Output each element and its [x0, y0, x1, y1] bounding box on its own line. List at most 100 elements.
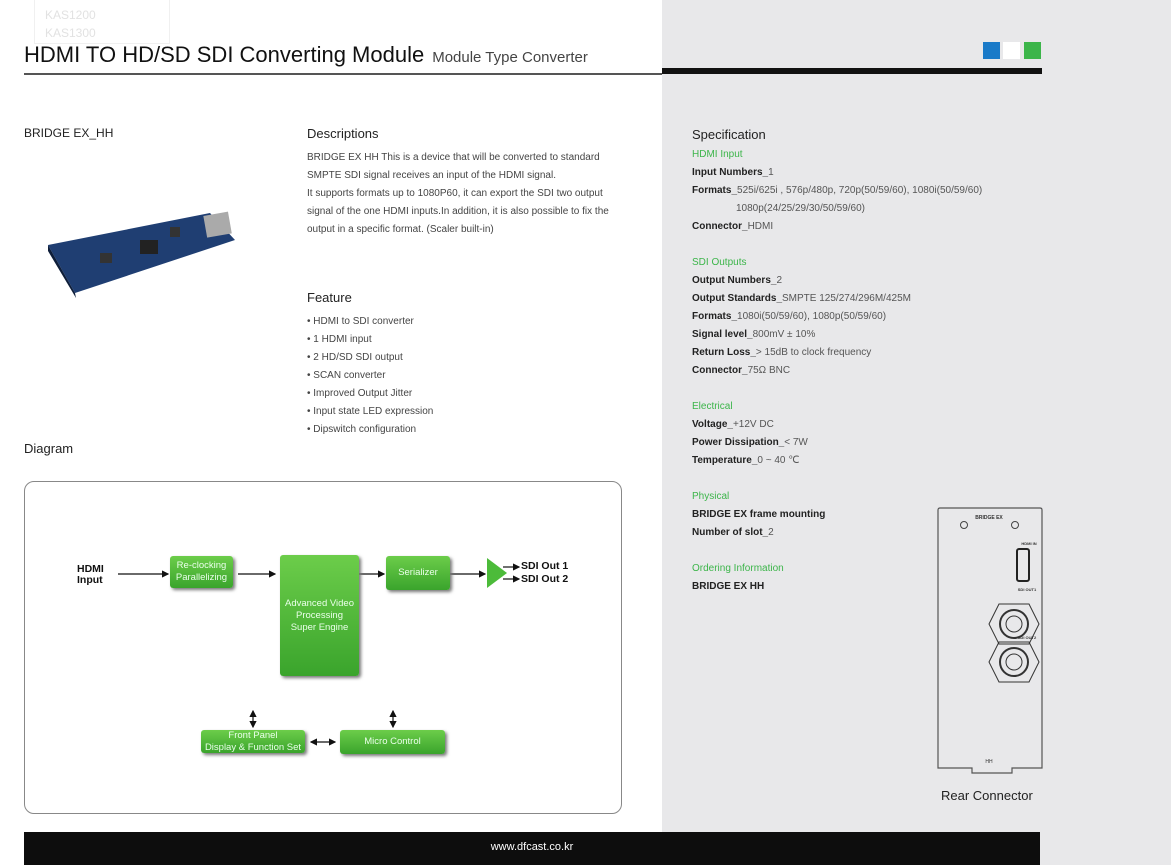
- svg-text:HDMI IN: HDMI IN: [1021, 541, 1036, 546]
- feature-item: • HDMI to SDI converter: [307, 316, 414, 327]
- spec-value: < 7W: [784, 437, 808, 448]
- spec-row: BRIDGE EX frame mounting: [692, 506, 982, 524]
- svg-text:SDI OUT2: SDI OUT2: [1018, 635, 1037, 640]
- micro-control-block: Micro Control: [340, 730, 445, 754]
- feature-item: • SCAN converter: [307, 370, 386, 381]
- spec-label: Formats_: [692, 185, 738, 196]
- spec-value: 1080i(50/59/60), 1080p(50/59/60): [737, 311, 887, 322]
- spec-label: Power Dissipation_: [692, 437, 785, 448]
- spec-label: Output Numbers_: [692, 275, 777, 286]
- ghost-item: KAS1200: [45, 8, 96, 22]
- rear-caption: Rear Connector: [941, 788, 1033, 803]
- spec-label: BRIDGE EX HH: [692, 581, 765, 592]
- rear-panel: BRIDGE EX HDMI IN SDI OUT1 SDI OUT2 HH R…: [937, 507, 1047, 803]
- svg-text:HH: HH: [985, 759, 993, 765]
- spec-row: Connector_75Ω BNC: [692, 362, 982, 380]
- product-name: BRIDGE EX_HH: [24, 126, 114, 140]
- product-board-image: [48, 211, 235, 298]
- feature-item: • Input state LED expression: [307, 406, 434, 417]
- spec-row: Temperature_0 ~ 40 ℃: [692, 452, 982, 470]
- feature-item: • Dipswitch configuration: [307, 424, 417, 435]
- feature-section: Feature • HDMI to SDI converter • 1 HDMI …: [307, 290, 433, 439]
- spec-value: 525i/625i , 576p/480p, 720p(50/59/60), 1…: [737, 185, 983, 196]
- divider: [24, 73, 662, 75]
- spec-label: Connector_: [692, 365, 748, 376]
- feature-item: • 2 HD/SD SDI output: [307, 352, 403, 363]
- spec-row: Power Dissipation_< 7W: [692, 434, 982, 452]
- spec-label: BRIDGE EX frame mounting: [692, 509, 826, 520]
- svg-text:SDI OUT1: SDI OUT1: [1018, 587, 1037, 592]
- spec-label: Connector_: [692, 221, 748, 232]
- rear-panel-drawing: BRIDGE EX HDMI IN SDI OUT1 SDI OUT2 HH: [937, 507, 1043, 774]
- white-square: [1003, 42, 1020, 59]
- spec-row: Output Standards_SMPTE 125/274/296M/425M: [692, 290, 982, 308]
- spec-panel-bg: [662, 0, 1171, 865]
- spec-section-title: Electrical: [692, 401, 733, 412]
- spec-value: HDMI: [747, 221, 774, 232]
- spec-label: Voltage_: [692, 419, 733, 430]
- spec-label: Output Standards_: [692, 293, 783, 304]
- spec-section-title: HDMI Input: [692, 149, 743, 160]
- title-text: HDMI TO HD/SD SDI Converting Module: [24, 42, 425, 67]
- spec-section-title: SDI Outputs: [692, 257, 747, 268]
- amplifier-icon: [487, 558, 507, 588]
- descriptions-heading: Descriptions: [307, 126, 379, 141]
- descriptions: Descriptions BRIDGE EX HH This is a devi…: [307, 126, 637, 239]
- ghost-item: KAS1300: [45, 26, 96, 40]
- spec-row: Voltage_+12V DC: [692, 416, 982, 434]
- green-square: [1024, 42, 1041, 59]
- spec-value: 1: [768, 167, 774, 178]
- spec-row: Formats_1080i(50/59/60), 1080p(50/59/60): [692, 308, 982, 326]
- description-line: It supports formats up to 1080P60, it ca…: [307, 188, 603, 199]
- spec-value: 75Ω BNC: [747, 365, 791, 376]
- spec-value: 2: [776, 275, 783, 286]
- sdi-out1-label: SDI Out 1: [521, 560, 569, 572]
- spec-value: SMPTE 125/274/296M/425M: [782, 293, 911, 304]
- feature-heading: Feature: [307, 290, 352, 305]
- spec-section-title: Physical: [692, 491, 730, 502]
- blue-square: [983, 42, 1000, 59]
- spec-label: Input Numbers_: [692, 167, 769, 178]
- spec-row: Output Numbers_2: [692, 272, 982, 290]
- subtitle: Module Type Converter: [432, 49, 588, 66]
- spec-label: Formats_: [692, 311, 738, 322]
- page-title: HDMI TO HD/SD SDI Converting Module Modul…: [24, 42, 588, 68]
- spec-value: +12V DC: [732, 419, 774, 430]
- spec-row: Return Loss_> 15dB to clock frequency: [692, 344, 982, 362]
- diagram-arrows: [118, 558, 521, 746]
- spec-value: 2: [768, 527, 774, 538]
- spec-row: BRIDGE EX HH: [692, 578, 982, 596]
- spec-row: 1080p(24/25/29/30/50/59/60): [692, 200, 982, 218]
- feature-item: • 1 HDMI input: [307, 334, 372, 345]
- spec-value: 800mV ± 10%: [752, 329, 816, 340]
- svg-text:BRIDGE EX: BRIDGE EX: [975, 515, 1003, 521]
- sdi-out2-label: SDI Out 2: [521, 573, 569, 585]
- spec-row: Signal level_800mV ± 10%: [692, 326, 982, 344]
- spec-label: Number of slot_: [692, 527, 769, 538]
- footer-url[interactable]: www.dfcast.co.kr: [490, 841, 574, 853]
- description-line: BRIDGE EX HH This is a device that will …: [307, 152, 600, 163]
- spec-row: Formats_525i/625i , 576p/480p, 720p(50/5…: [692, 182, 982, 200]
- spec-value: 1080p(24/25/29/30/50/59/60): [736, 203, 865, 214]
- description-line: signal of the one HDMI inputs.In additio…: [307, 206, 609, 217]
- spec-value: > 15dB to clock frequency: [755, 347, 872, 358]
- spec-row: Input Numbers_1: [692, 164, 982, 182]
- spec-label: Signal level_: [692, 329, 753, 340]
- spec-section-title: Ordering Information: [692, 563, 784, 574]
- divider-bold: [662, 68, 1042, 74]
- diagram-heading: Diagram: [24, 441, 74, 456]
- description-line: SMPTE SDI signal receives an input of th…: [307, 170, 556, 181]
- spec-value: 0 ~ 40 ℃: [757, 455, 800, 466]
- spec-label: Return Loss_: [692, 347, 756, 358]
- spec-heading: Specification: [692, 127, 766, 142]
- serializer-block: Serializer: [386, 556, 450, 590]
- spec-row: Connector_HDMI: [692, 218, 982, 236]
- spec-row: Number of slot_2: [692, 524, 982, 542]
